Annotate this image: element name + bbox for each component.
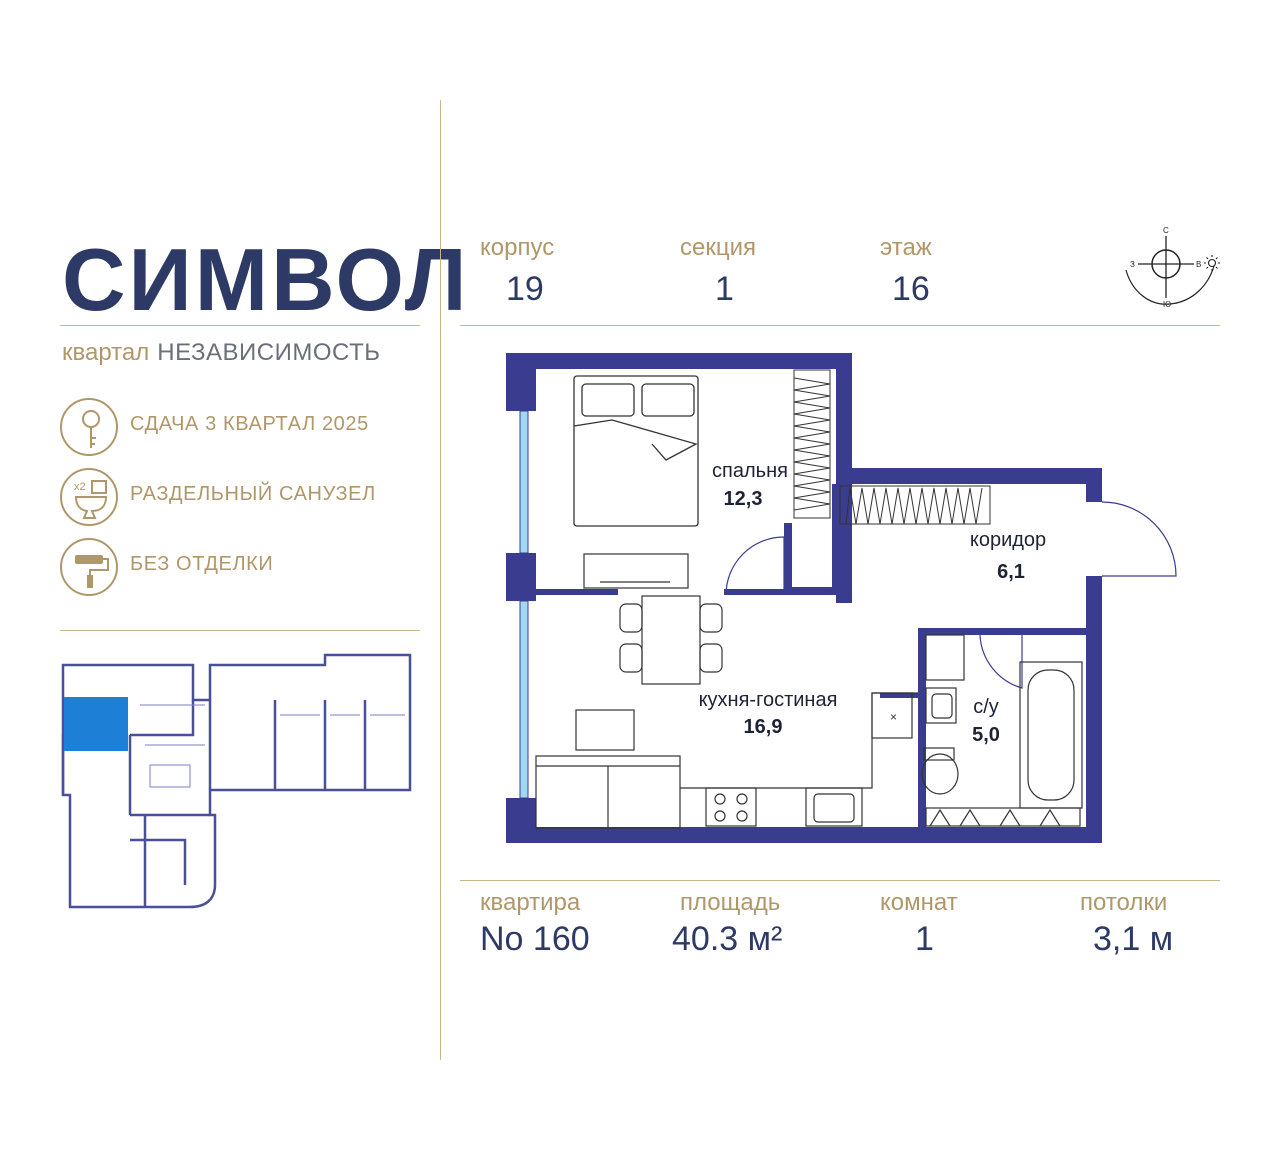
apartment-area-label: площадь: [680, 889, 781, 916]
korpus-label: корпус: [480, 234, 555, 261]
rooms-count-label: комнат: [880, 889, 958, 916]
wardrobe: [793, 369, 991, 525]
shaft-mark: ×: [890, 710, 897, 724]
room-bedroom-label: спальня: [712, 460, 788, 482]
rooms-count-value: 1: [915, 920, 934, 958]
divider: [460, 880, 1220, 881]
toilet-icon: x2: [60, 468, 118, 526]
apartment-highlight: [64, 697, 128, 751]
ceiling-value: 3,1 м: [1093, 920, 1174, 958]
apartment-number-value: No 160: [480, 920, 590, 958]
bathroom-fixtures: [921, 634, 1083, 827]
key-icon: [60, 398, 118, 456]
kitchen-counter: [680, 692, 918, 827]
compass-n: С: [1163, 226, 1169, 235]
key-plan: [61, 653, 412, 909]
compass-e: В: [1196, 260, 1201, 269]
section-label: секция: [680, 234, 756, 261]
floor-plan: ×: [506, 353, 1177, 843]
room-bedroom-area: 12,3: [723, 488, 763, 510]
brand-logo: СИМВОЛ: [62, 230, 470, 329]
room-bathroom-area: 5,0: [972, 724, 1000, 746]
paint-roller-icon: [60, 538, 118, 596]
floor-value: 16: [892, 270, 930, 308]
apartment-number-label: квартира: [480, 889, 581, 916]
ceiling-label: потолки: [1080, 889, 1168, 916]
floor-label: этаж: [880, 234, 932, 261]
exterior-walls: [506, 353, 1102, 843]
room-kitchen-area: 16,9: [743, 716, 783, 738]
room-kitchen-label: кухня-гостиная: [698, 689, 838, 711]
section-value: 1: [715, 270, 734, 308]
feature-delivery: СДАЧА 3 КВАРТАЛ 2025: [60, 398, 420, 460]
feature-label: БЕЗ ОТДЕЛКИ: [130, 553, 274, 575]
korpus-value: 19: [506, 270, 544, 308]
divider: [60, 325, 420, 326]
bed: [573, 375, 699, 527]
feature-label: РАЗДЕЛЬНЫЙ САНУЗЕЛ: [130, 483, 376, 505]
interior-walls: [528, 484, 1086, 828]
vertical-divider: [440, 100, 441, 1060]
quarter-name: НЕЗАВИСИМОСТЬ: [157, 339, 381, 366]
feature-finish: БЕЗ ОТДЕЛКИ: [60, 538, 420, 600]
compass-w: З: [1130, 260, 1135, 269]
sofa: [535, 755, 681, 829]
quarter-word: квартал: [62, 339, 150, 366]
feature-label: СДАЧА 3 КВАРТАЛ 2025: [130, 413, 369, 435]
doors: [725, 501, 1177, 689]
windows: [519, 410, 529, 799]
divider: [460, 325, 1220, 326]
quarter-title: квартал НЕЗАВИСИМОСТЬ: [62, 338, 381, 368]
dining-table: [619, 595, 723, 685]
compass-s: Ю: [1163, 300, 1171, 309]
coffee-table: [575, 709, 635, 751]
compass-icon: С В Ю З: [1125, 226, 1220, 309]
room-corridor-area: 6,1: [997, 561, 1025, 583]
sun-icon: [1204, 255, 1220, 271]
svg-text:x2: x2: [74, 481, 86, 493]
feature-bathroom: x2 РАЗДЕЛЬНЫЙ САНУЗЕЛ: [60, 468, 420, 530]
apartment-area-value: 40.3 м²: [672, 920, 783, 958]
desk: [583, 553, 689, 589]
room-bathroom-label: с/у: [973, 696, 999, 718]
room-corridor-label: коридор: [969, 529, 1047, 551]
divider: [60, 630, 420, 631]
